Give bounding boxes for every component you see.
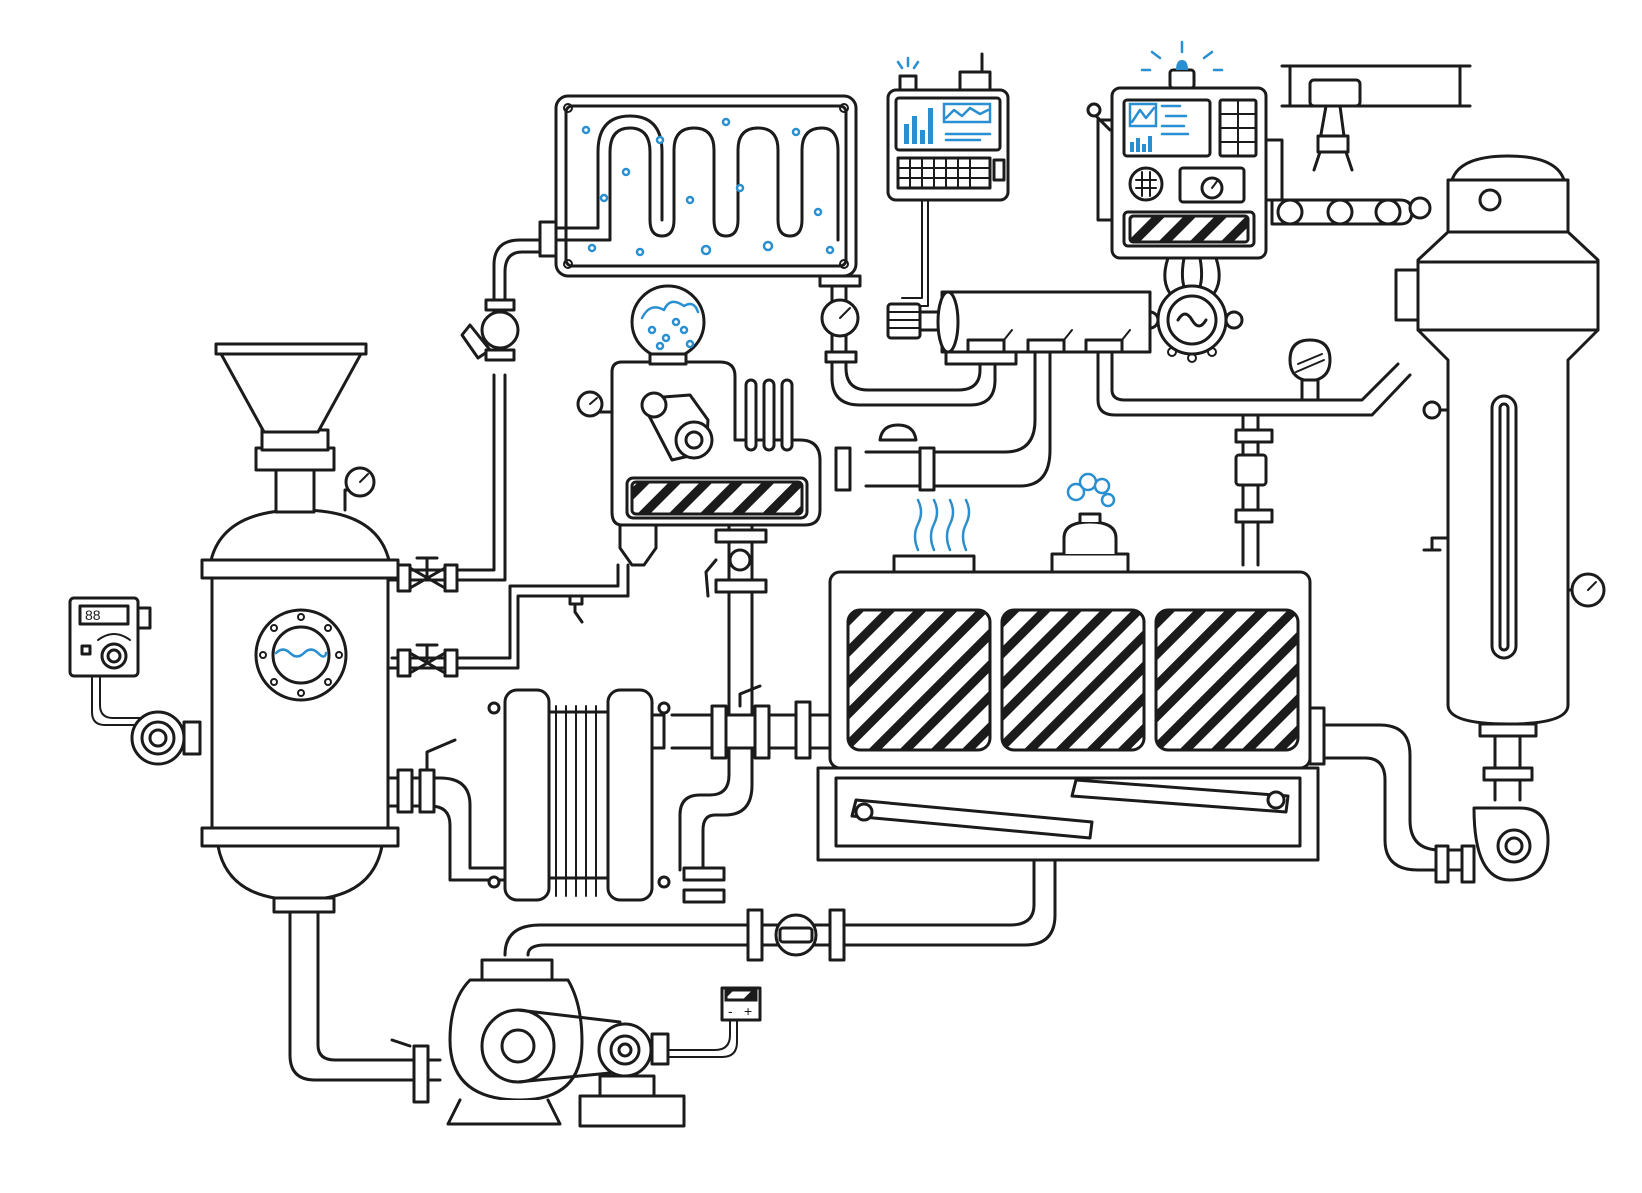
cooling-coil-tank <box>538 94 862 364</box>
pump-impeller <box>500 1028 536 1064</box>
battery-minus-label: - <box>728 1003 733 1019</box>
boiler-furnace <box>794 472 1326 862</box>
furnace-pressure-gauge <box>1288 338 1332 402</box>
coolant-bubbles <box>581 117 835 257</box>
plate-heat-exchanger <box>487 688 671 902</box>
battery-plus-label: + <box>744 1003 752 1019</box>
flow-meter <box>746 908 846 962</box>
wave-icon <box>640 300 700 320</box>
pipe-network <box>91 199 1522 1082</box>
agitated-reactor <box>576 284 936 567</box>
cabinet-alarm-beacon <box>1140 40 1224 90</box>
computer-terminal <box>886 52 1010 202</box>
column-inlet-valve <box>1434 844 1476 884</box>
motor-and-drum <box>886 290 1152 366</box>
alarm-beacon-icon <box>896 56 920 92</box>
robotic-arm-conveyor <box>1270 64 1472 226</box>
control-cabinet <box>1086 40 1284 260</box>
keyboard-icon <box>896 156 992 190</box>
controller-display-readout: 88 <box>85 607 101 623</box>
vertical-storage-tank <box>200 342 400 914</box>
reactor-hazard-stripe <box>630 480 804 516</box>
ac-generator-icon <box>1140 256 1244 363</box>
cabinet-hazard-stripe <box>1128 214 1250 244</box>
distillation-column <box>1394 154 1606 882</box>
furnace-grate-1 <box>846 608 992 752</box>
reactor-bubbles <box>647 317 695 351</box>
heat-steam-icon <box>913 498 971 552</box>
motor-coupling-wheel <box>130 710 202 766</box>
steam-puff <box>1066 472 1116 508</box>
controller-display <box>78 604 130 626</box>
drain-tap <box>568 594 584 624</box>
manifold-valves <box>966 329 1131 354</box>
tank-outlet-valves <box>396 556 459 814</box>
furnace-grate-2 <box>1000 608 1146 752</box>
reactor-viewport <box>630 284 706 360</box>
trend-chart-icon <box>904 102 992 144</box>
battery-box: - + <box>720 986 762 1022</box>
feed-hopper <box>218 350 364 434</box>
vertical-pipe-fittings <box>1234 428 1274 524</box>
riser-ball-valve <box>460 298 520 362</box>
centrifugal-pump <box>390 958 686 1128</box>
inline-gate-valve <box>682 528 771 904</box>
temperature-controller: 88 <box>68 596 152 678</box>
cabinet-speaker <box>1128 166 1164 202</box>
furnace-grate-3 <box>1154 608 1300 752</box>
